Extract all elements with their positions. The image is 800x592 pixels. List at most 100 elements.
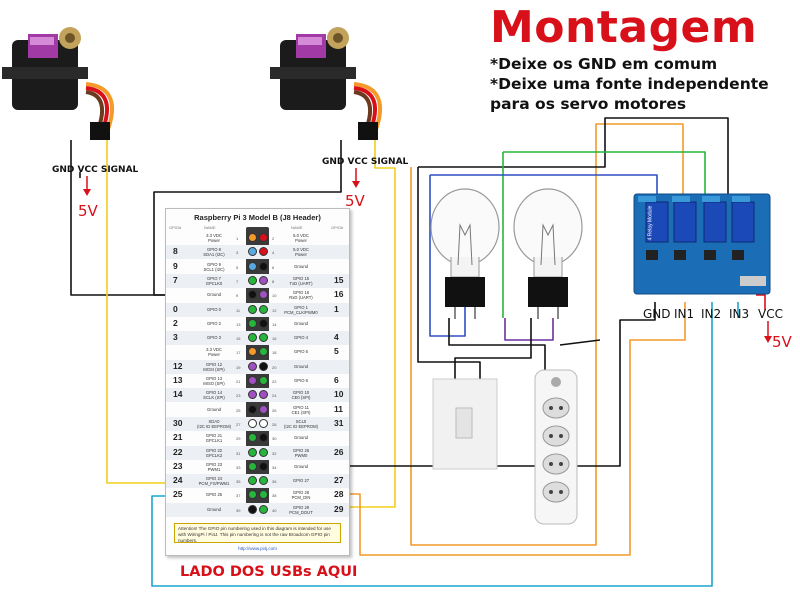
physical-pin-left: 33 xyxy=(236,464,241,470)
pin-name-right: GPIO 29 PCM_DOUT xyxy=(289,504,313,515)
pin-dot xyxy=(259,233,268,242)
servo1-arrow-icon xyxy=(83,176,91,196)
physical-pin-left: 19 xyxy=(236,364,241,370)
pin-dot xyxy=(259,347,268,357)
gpio-number-right: 6 xyxy=(334,375,339,385)
gpio-number-left: 9 xyxy=(173,260,178,271)
pin-name-left: 3.3 VDC Power xyxy=(206,233,222,243)
physical-pin-left: 21 xyxy=(236,379,241,384)
servo1-pins-label: GND VCC SIGNAL xyxy=(52,165,139,175)
gpio-number-left: 25 xyxy=(173,489,183,500)
pin-name-right: GPIO 26 PWM0 xyxy=(292,447,310,458)
gpio-number-right: 31 xyxy=(334,417,344,428)
pin-dot xyxy=(248,347,257,357)
pin-name-right: GPIO 5 xyxy=(294,349,308,355)
pin-name-right: GPIO 1 PCM_CLK/PWM0 xyxy=(284,304,318,315)
servo-motor-icon xyxy=(270,27,383,140)
pin-dot xyxy=(259,361,268,371)
note-line-3: para os servo motores xyxy=(490,95,687,113)
gpio-number-left: 13 xyxy=(173,375,183,385)
pin-dot xyxy=(248,390,257,400)
pin-name-right: 5.0 VDC Power xyxy=(293,247,309,258)
pinout-header-gpio-right: GPIO# xyxy=(331,225,344,230)
pin-name-left: GPIO 9 SCL1 (I2C) xyxy=(203,261,225,272)
gpio-number-left: 23 xyxy=(173,460,183,471)
pin-dot xyxy=(259,318,268,328)
physical-pin-right: 18 xyxy=(272,350,277,356)
pin-name-left: Ground xyxy=(207,292,221,298)
gpio-number-right: 16 xyxy=(334,289,344,300)
physical-pin-right: 30 xyxy=(272,436,277,442)
pin-name-left: GPIO 22 GPCLK2 xyxy=(205,447,223,458)
note-line-2: *Deixe uma fonte independente xyxy=(490,75,769,93)
gpio-number-left: 3 xyxy=(173,332,178,343)
light-bulb-icon xyxy=(513,188,583,319)
servo2-gnd-wire xyxy=(153,140,342,296)
relay-top-black xyxy=(418,117,729,196)
pin-name-right: SCL0 (I2C ID EEPROM) xyxy=(284,418,318,429)
pin-dot xyxy=(259,490,268,500)
gpio-number-right: 29 xyxy=(334,503,344,514)
pin-dot xyxy=(259,247,268,257)
pin-dot xyxy=(259,461,268,471)
gpio-number-right: 28 xyxy=(334,489,344,500)
pin-name-right: Ground xyxy=(294,320,308,326)
physical-pin-left: 7 xyxy=(236,278,239,284)
gpio-number-right: 1 xyxy=(334,303,339,314)
pin-dot xyxy=(259,304,268,314)
pin-dot xyxy=(248,433,257,443)
relay-arrow-icon xyxy=(764,321,772,343)
pin-dot xyxy=(248,447,257,457)
pin-name-right: GPIO 28 PCM_DIN xyxy=(291,490,311,501)
pin-name-left: GPIO 2 xyxy=(207,320,221,326)
gpio-number-right: 26 xyxy=(334,446,344,457)
pin-dot xyxy=(259,447,268,457)
physical-pin-left: 37 xyxy=(236,493,241,499)
physical-pin-right: 22 xyxy=(272,379,277,384)
gpio-number-right: 10 xyxy=(334,389,344,400)
pinout-header-gpio-left: GPIO# xyxy=(169,225,182,230)
pin-dot xyxy=(248,304,257,314)
gpio-number-left: 22 xyxy=(173,446,183,457)
pin-dot xyxy=(259,404,268,414)
gpio-number-left: 21 xyxy=(173,432,183,443)
pinout-header-name-right: NAME xyxy=(291,225,303,230)
pin-name-right: Ground xyxy=(294,435,308,441)
pin-name-right: 5.0 VDC Power xyxy=(293,233,309,243)
physical-pin-left: 9 xyxy=(236,293,239,299)
pin-dot xyxy=(259,275,268,285)
gpio-number-right: 27 xyxy=(334,475,344,486)
pin-name-left: GPIO 0 xyxy=(207,306,221,312)
pin-name-left: GPIO 25 xyxy=(205,492,223,498)
in1-wire xyxy=(347,302,686,556)
in3-wire xyxy=(151,302,713,587)
physical-pin-right: 2 xyxy=(272,236,275,241)
gpio-number-left: 8 xyxy=(173,246,178,257)
pin-name-right: GPIO 16 RxD (UART) xyxy=(289,290,313,301)
pin-name-left: GPIO 23 PWM1 xyxy=(205,461,223,472)
relay-pin-vcc: VCC xyxy=(758,307,783,321)
gpio-number-right: 15 xyxy=(334,274,344,285)
relay-green-wire xyxy=(503,151,706,196)
gpio-number-left: 24 xyxy=(173,475,183,486)
physical-pin-left: 29 xyxy=(236,436,241,442)
physical-pin-left: 35 xyxy=(236,479,241,485)
physical-pin-left: 13 xyxy=(236,321,241,327)
physical-pin-right: 24 xyxy=(272,393,277,399)
pin-name-left: 3.3 VDC Power xyxy=(206,347,222,358)
gpio-number-right: 5 xyxy=(334,346,339,357)
relay-blue-wire xyxy=(430,174,658,196)
